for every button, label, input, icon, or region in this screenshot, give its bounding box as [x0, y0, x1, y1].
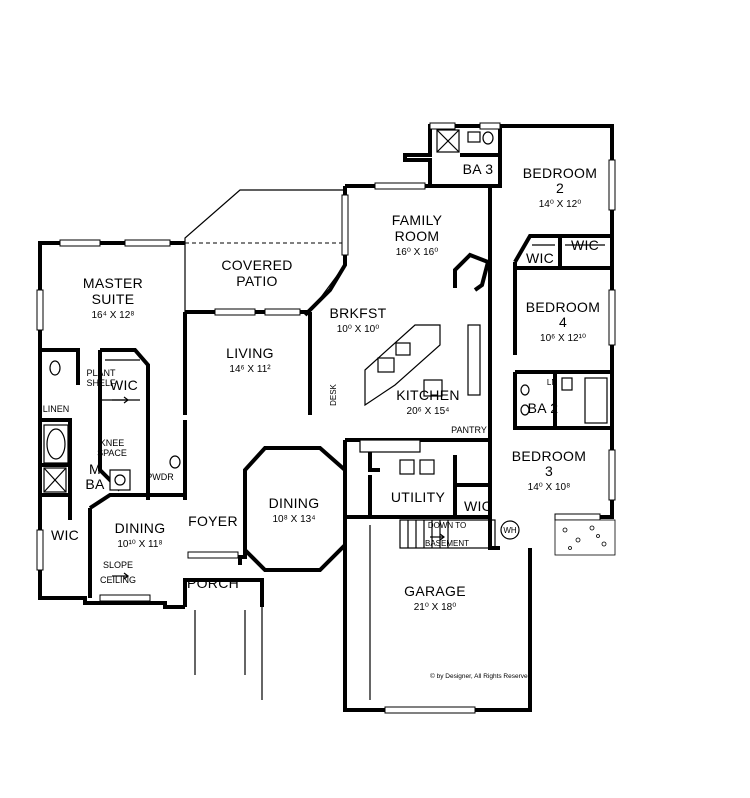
- patio-roof-lines: [185, 242, 346, 313]
- porch-label: PORCH: [187, 575, 239, 591]
- mba-label-2: BA: [85, 476, 105, 492]
- bedroom3-label-2: 3: [545, 463, 553, 479]
- foyer-label: FOYER: [188, 513, 238, 529]
- master-suite-label: MASTER: [83, 275, 143, 291]
- interior-walls: [40, 126, 612, 598]
- desk-note: DESK: [329, 383, 338, 405]
- slope-2: CEILING: [100, 575, 136, 585]
- bedroom4-label: BEDROOM: [526, 299, 600, 315]
- wic-bed-a: WIC: [526, 250, 554, 266]
- exterior-walls: [38, 124, 614, 712]
- wic-master-bottom: WIC: [51, 527, 79, 543]
- ba2-label: BA 2: [528, 400, 559, 416]
- mba-label: M: [89, 461, 101, 477]
- pwdr-label: PWDR: [146, 472, 174, 482]
- fixtures: [43, 129, 608, 540]
- knee-space-2: SPACE: [97, 448, 127, 458]
- family-room-label-2: ROOM: [395, 228, 440, 244]
- bedroom3-dim: 14⁰ X 10⁸: [528, 482, 571, 493]
- bedroom2-label: BEDROOM: [523, 165, 597, 181]
- landscape-hatch: [554, 519, 616, 556]
- linen-label: LINEN: [43, 404, 70, 414]
- dining-center-dim: 10⁸ X 13⁴: [273, 514, 316, 525]
- bedroom2-label-2: 2: [556, 180, 564, 196]
- living-label: LIVING: [226, 345, 274, 361]
- down-to-2: BASEMENT: [425, 539, 469, 548]
- brkfst-label: BRKFST: [329, 305, 386, 321]
- living-dim: 14⁶ X 11²: [229, 364, 271, 375]
- bedroom4-label-2: 4: [559, 314, 567, 330]
- covered-patio-label-2: PATIO: [236, 273, 277, 289]
- copyright-note: © by Designer, All Rights Reserved: [430, 672, 532, 680]
- family-room-dim: 16⁰ X 16⁰: [396, 247, 439, 258]
- slope-1: SLOPE: [103, 560, 133, 570]
- wic-utility: WIC: [464, 498, 492, 514]
- wh-note: WH: [503, 526, 517, 535]
- dining-left-dim: 10¹⁰ X 11⁸: [117, 539, 162, 550]
- knee-space-1: KNEE: [100, 438, 125, 448]
- plant-shelf-2: SHELF: [86, 378, 116, 388]
- wic-master-top: WIC: [110, 377, 138, 393]
- notes: PLANT SHELF KNEE SPACE SLOPE CEILING DES…: [86, 368, 557, 680]
- bedroom3-label: BEDROOM: [512, 448, 586, 464]
- utility-label: UTILITY: [391, 489, 446, 505]
- room-labels: MASTER SUITE 16⁴ X 12⁸ COVERED PATIO FAM…: [43, 161, 600, 613]
- bedroom4-dim: 10⁶ X 12¹⁰: [540, 333, 586, 344]
- plant-shelf-1: PLANT: [86, 368, 116, 378]
- master-suite-label-2: SUITE: [92, 291, 135, 307]
- wic-bed-b: WIC: [571, 237, 599, 253]
- ba3-label: BA 3: [463, 161, 494, 177]
- master-suite-dim: 16⁴ X 12⁸: [92, 310, 135, 321]
- dining-left-label: DINING: [115, 520, 166, 536]
- pantry-label: PANTRY: [451, 425, 487, 435]
- bedroom2-dim: 14⁰ X 12⁰: [539, 199, 582, 210]
- garage-dim: 21⁰ X 18⁰: [414, 602, 457, 613]
- kitchen-dim: 20⁶ X 15⁴: [407, 406, 450, 417]
- walkway: [194, 525, 371, 700]
- arrows: [112, 396, 445, 580]
- ln-note: LN: [547, 378, 557, 387]
- brkfst-dim: 10⁰ X 10⁰: [337, 324, 380, 335]
- covered-patio-label: COVERED: [221, 257, 292, 273]
- kitchen-label: KITCHEN: [396, 387, 460, 403]
- dining-center-label: DINING: [269, 495, 320, 511]
- down-to-1: DOWN TO: [428, 521, 466, 530]
- garage-label: GARAGE: [404, 583, 466, 599]
- family-room-label: FAMILY: [392, 212, 443, 228]
